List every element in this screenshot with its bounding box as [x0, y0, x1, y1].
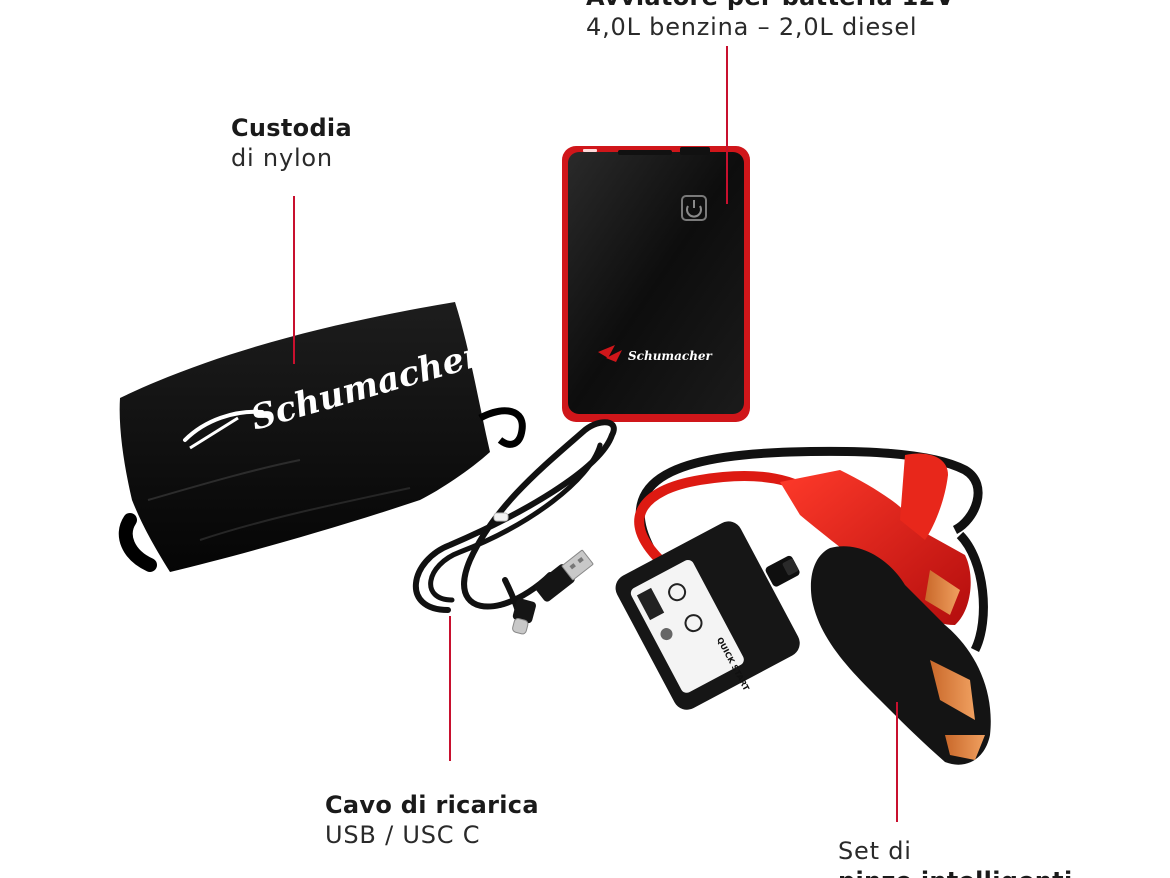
smart-module: QUICK START [615, 521, 800, 710]
cable-detail: USB / USC C [325, 821, 481, 849]
usb-c-plug [512, 598, 537, 635]
nylon-pouch: Schumacher [118, 302, 526, 572]
cable-title: Cavo di ricarica [325, 791, 539, 819]
jump-starter-device: Schumacher [562, 146, 750, 422]
clamps-title: pinze intelligenti [838, 866, 1072, 878]
cable-label: Cavo di ricarica USB / USC C [325, 790, 539, 850]
clamps-line1: Set di [838, 837, 912, 865]
clamps-leader-line [896, 702, 898, 822]
booster-leader-line [726, 46, 728, 204]
pouch-leader-line [293, 196, 295, 364]
device-logo: Schumacher [628, 349, 714, 363]
usb-a-plug [534, 549, 594, 602]
pouch-title: Custodia [231, 114, 352, 142]
pouch-label: Custodia di nylon [231, 113, 352, 173]
clamps-label: Set di pinze intelligenti [838, 836, 1072, 878]
cable-leader-line [449, 616, 451, 761]
booster-label: Avviatore per batteria 12V 4,0L benzina … [586, 0, 955, 42]
smart-clamps: QUICK START [615, 446, 991, 765]
booster-detail: 4,0L benzina – 2,0L diesel [586, 13, 918, 41]
pouch-detail: di nylon [231, 144, 333, 172]
booster-title: Avviatore per batteria 12V [586, 0, 955, 12]
charging-cable [413, 419, 617, 631]
power-icon [681, 195, 707, 221]
